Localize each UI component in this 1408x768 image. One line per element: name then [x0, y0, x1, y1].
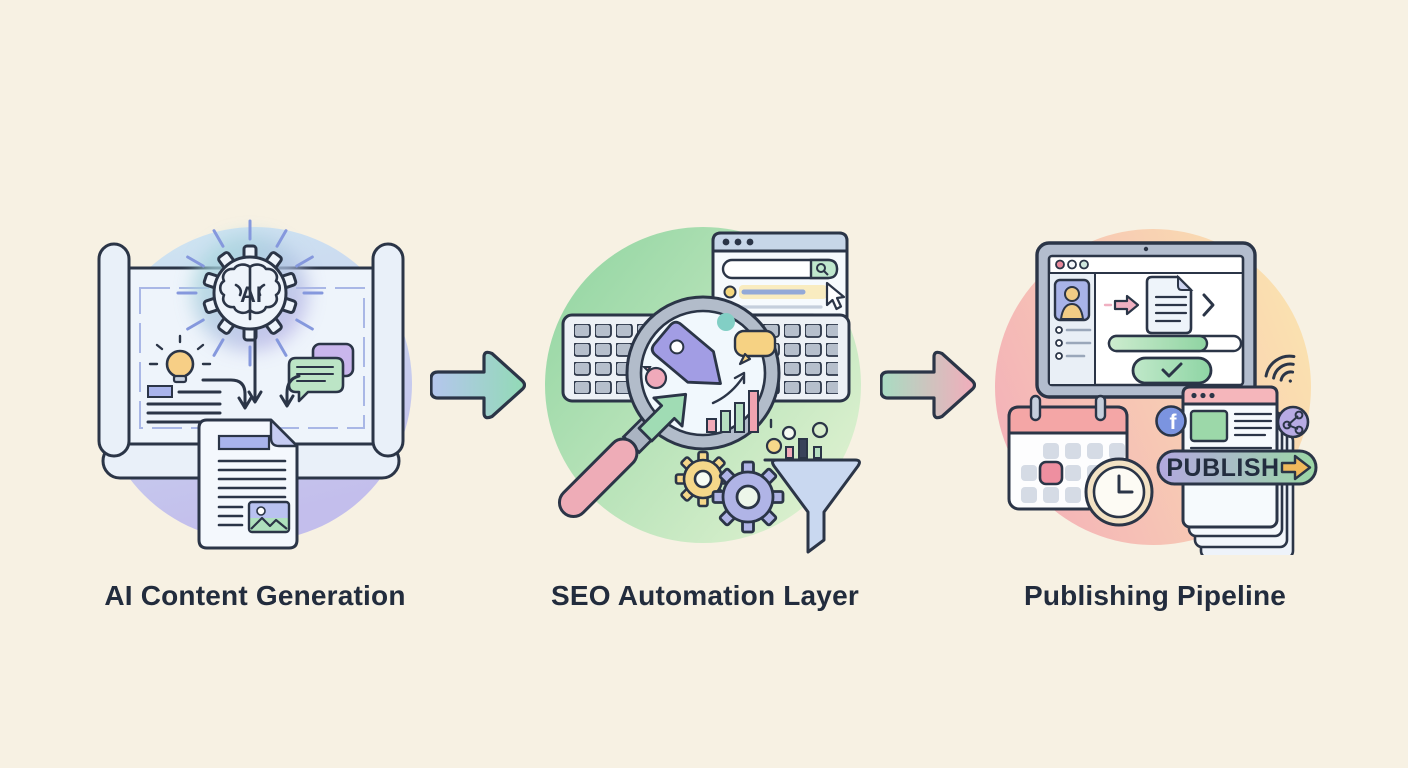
step-label-seo-automation-layer: SEO Automation Layer: [551, 580, 859, 611]
price-tag-icon: [650, 320, 722, 385]
ai-rays: [176, 219, 324, 367]
step-art-ai-content-generation: AI: [85, 198, 425, 560]
teal-dot: [717, 313, 735, 331]
image-placeholder-icon: [247, 500, 291, 534]
calendar-selected-day: [1038, 460, 1064, 486]
cursor-icon: [825, 281, 846, 311]
lightbulb-icon: [148, 334, 212, 384]
growth-arrow-icon: [711, 371, 746, 405]
step-label-ai-content-generation: AI Content Generation: [104, 580, 406, 611]
article-image: [1189, 409, 1229, 443]
clock-icon: [1084, 457, 1154, 527]
search-icon: [816, 263, 829, 276]
share-icon: [1276, 405, 1310, 439]
avatar: [1053, 278, 1091, 322]
sidebar-list: [1055, 326, 1092, 360]
chat-bubbles-icon: [287, 342, 355, 403]
flow-arrow-2: [879, 343, 977, 427]
transfer-arrow-icon: [1113, 294, 1140, 316]
step-art-publishing-pipeline: f PUBLISH: [985, 215, 1325, 555]
progress-bar: [1107, 334, 1243, 353]
funnel-particles: [765, 418, 829, 459]
gear-icon-purple: [711, 460, 785, 534]
chevron-right-icon: [1202, 293, 1215, 317]
publish-button-label: PUBLISH: [1166, 454, 1279, 482]
camera-dot: [1143, 246, 1149, 252]
magnifier-icon: [557, 295, 781, 519]
check-button: [1131, 356, 1213, 385]
laptop-icon: [1035, 241, 1257, 399]
publish-button: PUBLISH: [1156, 449, 1318, 486]
result-bullet: [723, 285, 737, 299]
pink-blob-icon: [641, 366, 668, 390]
document-icon: [197, 418, 299, 550]
step-art-seo-automation-layer: [535, 215, 875, 555]
gear-icon-yellow: [674, 450, 732, 508]
wifi-icon: [1264, 354, 1296, 383]
facebook-icon: f: [1155, 405, 1187, 437]
brain-outline: [218, 263, 282, 321]
ai-badge-text: AI: [240, 282, 262, 307]
flow-arrow-1: [429, 343, 527, 427]
svg-text:f: f: [1170, 411, 1178, 434]
step-label-publishing-pipeline: Publishing Pipeline: [1023, 580, 1287, 611]
converging-arrows: [201, 328, 301, 410]
document-stage-icon: [1145, 274, 1194, 335]
lens-contents: [637, 313, 777, 443]
cursor-arrow-icon: [637, 392, 688, 443]
text-snippet-icon: [146, 385, 222, 424]
ai-gear-icon: AI: [202, 244, 298, 342]
bar-chart-icon: [706, 390, 759, 433]
publish-arrow-icon: [1280, 454, 1312, 481]
speech-bubble-icon: [733, 329, 777, 366]
funnel-icon: [763, 418, 861, 554]
